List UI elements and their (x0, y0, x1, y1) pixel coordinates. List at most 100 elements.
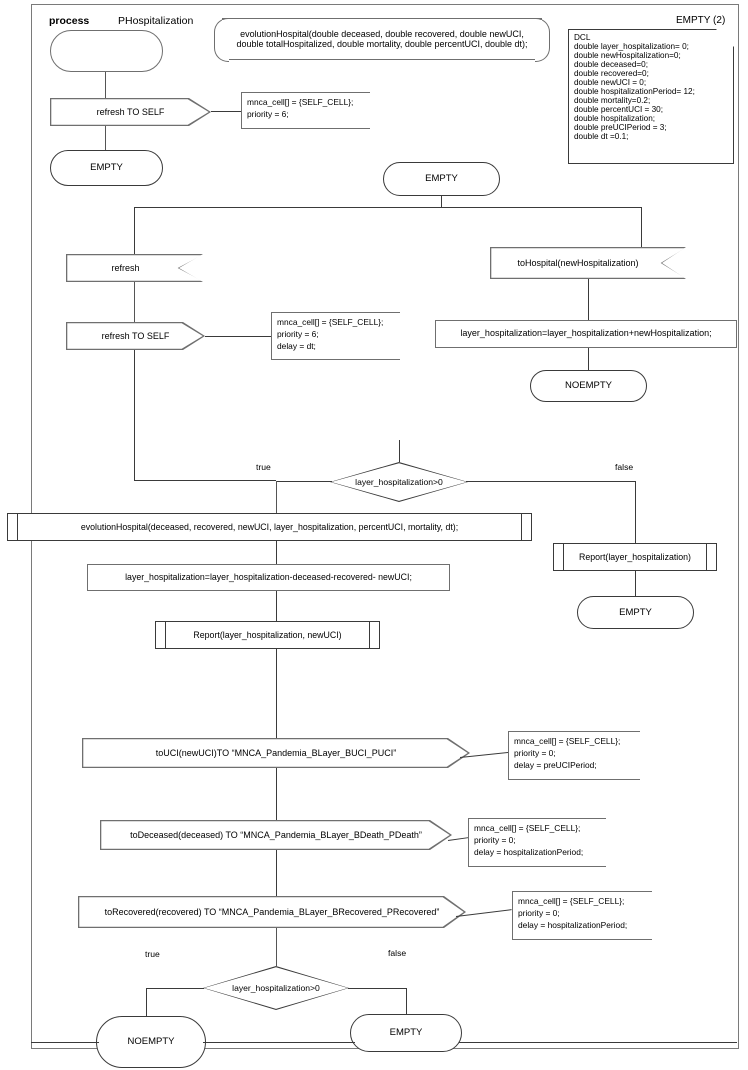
note-4-line-0: mnca_cell[] = {SELF_CELL}; (474, 823, 581, 833)
declaration-note: DCL double layer_hospitalization= 0; dou… (568, 29, 734, 164)
edge-report2-to-touci (276, 649, 277, 738)
edge-refresh-to-refresh2 (134, 282, 136, 322)
edge-decision2-true-down (146, 988, 147, 1016)
note-4-line-1: priority = 0; (474, 835, 516, 846)
edge-bottom-rail-left (31, 1042, 99, 1043)
send-refresh-to-self-2: refresh TO SELF (66, 322, 205, 350)
note-3-line-2: delay = preUCIPeriod; (514, 760, 597, 771)
send-to-deceased-label: toDeceased(deceased) TO “MNCA_Pandemia_B… (130, 830, 422, 840)
annotation-note-2: mnca_cell[] = {SELF_CELL}; priority = 6;… (271, 312, 400, 360)
annotation-note-3: mnca_cell[] = {SELF_CELL}; priority = 0;… (508, 731, 640, 780)
edge-into-decision1 (399, 440, 400, 462)
edge-false-down (635, 481, 636, 543)
receive-to-hospital: toHospital(newHospitalization) (490, 247, 686, 279)
edge-bottom-rail-mid (203, 1042, 355, 1043)
note-1-line-1: priority = 6; (247, 109, 289, 120)
edge-bottom-rail-right (459, 1042, 737, 1043)
subroutine-report-two-label: Report(layer_hospitalization, newUCI) (193, 630, 342, 640)
send-refresh-to-self-2-label: refresh TO SELF (101, 331, 170, 341)
task-layer-subtract-label: layer_hospitalization=layer_hospitalizat… (125, 572, 412, 582)
note-5-line-2: delay = hospitalizationPeriod; (518, 920, 628, 931)
edge-true-down (276, 481, 278, 513)
dcl-line-7: double percentUCI = 30; (574, 105, 663, 114)
task-layer-add-label: layer_hospitalization=layer_hospitalizat… (460, 328, 712, 339)
edge-report1-to-empty3 (635, 571, 636, 596)
signature-line-2: double totalHospitalized, double mortali… (236, 39, 528, 49)
subroutine-report-one-label: Report(layer_hospitalization) (579, 552, 691, 562)
terminal-noempty-2: NOEMPTY (96, 1016, 206, 1068)
edge-decision2-false (348, 988, 406, 989)
edge-tohospital-to-task (588, 279, 589, 320)
branch-label-false-1: false (615, 462, 634, 472)
edge-split-bus (134, 207, 642, 208)
empty-counter-label: EMPTY (2) (676, 15, 726, 26)
receive-refresh: refresh (66, 254, 203, 282)
signature-left-mask (222, 20, 225, 58)
terminal-empty-4-label: EMPTY (389, 1027, 423, 1039)
edge-sub-to-report2 (276, 591, 277, 621)
send-to-deceased: toDeceased(deceased) TO “MNCA_Pandemia_B… (100, 820, 452, 850)
dcl-line-5: double hospitalizationPeriod= 12; (574, 87, 695, 96)
terminal-noempty-2-label: NOEMPTY (127, 1036, 175, 1048)
edge-start-to-refresh1 (105, 72, 107, 98)
decision-1-label: layer_hospitalization>0 (355, 477, 443, 487)
dcl-line-1: double newHospitalization=0; (574, 51, 681, 60)
signature-right-mask (539, 20, 542, 58)
subroutine-evolution-hospital: evolutionHospital(deceased, recovered, n… (7, 513, 532, 541)
edge-split-left (134, 207, 135, 254)
edge-decision1-false (466, 481, 635, 482)
edge-left-to-decision (134, 480, 276, 481)
edge-split-right (641, 207, 642, 247)
annotation-note-4: mnca_cell[] = {SELF_CELL}; priority = 0;… (468, 818, 606, 867)
edge-touci-to-todeceased (276, 768, 277, 820)
signature-line-1: evolutionHospital(double deceased, doubl… (240, 29, 524, 39)
note-2-line-2: delay = dt; (277, 341, 316, 352)
send-refresh-to-self-1-label: refresh TO SELF (96, 107, 165, 117)
dcl-line-8: double hospitalization; (574, 114, 656, 123)
receive-to-hospital-label: toHospital(newHospitalization) (517, 258, 639, 268)
edge-refresh2-down (134, 350, 135, 480)
subroutine-evolution-hospital-label: evolutionHospital(deceased, recovered, n… (80, 522, 459, 532)
decision-layer-hospitalization-1: layer_hospitalization>0 (330, 462, 468, 502)
dcl-line-3: double recovered=0; (574, 69, 649, 78)
terminal-empty-1-label: EMPTY (90, 162, 123, 174)
task-layer-add: layer_hospitalization=layer_hospitalizat… (435, 320, 737, 348)
note-3-line-0: mnca_cell[] = {SELF_CELL}; (514, 736, 621, 746)
start-terminal (50, 30, 163, 72)
edge-task-to-noempty1 (588, 348, 589, 370)
terminal-empty-4: EMPTY (350, 1014, 462, 1052)
terminal-empty-2: EMPTY (383, 162, 500, 196)
note-4-line-2: delay = hospitalizationPeriod; (474, 847, 584, 858)
terminal-noempty-1: NOEMPTY (530, 370, 647, 402)
edge-empty2-down (441, 196, 442, 207)
terminal-empty-3-label: EMPTY (619, 606, 652, 618)
process-keyword-label: process (49, 15, 90, 27)
edge-todeceased-to-torecovered (276, 850, 277, 896)
note-2-line-1: priority = 6; (277, 329, 319, 340)
edge-evolution-to-sub (276, 541, 277, 564)
dcl-title: DCL (574, 33, 591, 42)
procedure-signature: evolutionHospital(double deceased, doubl… (214, 17, 550, 63)
note-1-line-0: mnca_cell[] = {SELF_CELL}; (247, 97, 354, 107)
note-2-line-0: mnca_cell[] = {SELF_CELL}; (277, 317, 384, 327)
dcl-line-10: double dt =0.1; (574, 132, 629, 141)
branch-label-true-2: true (145, 949, 160, 959)
send-to-recovered-label: toRecovered(recovered) TO “MNCA_Pandemia… (104, 907, 440, 917)
note-5-line-0: mnca_cell[] = {SELF_CELL}; (518, 896, 625, 906)
note-5-line-1: priority = 0; (518, 908, 560, 919)
subroutine-report-two: Report(layer_hospitalization, newUCI) (155, 621, 380, 649)
dcl-line-2: double deceased=0; (574, 60, 648, 69)
receive-refresh-label: refresh (111, 263, 140, 273)
dcl-line-0: double layer_hospitalization= 0; (574, 42, 689, 51)
edge-refresh1-to-empty1 (105, 126, 107, 150)
edge-into-decision2 (276, 928, 278, 966)
process-name-label: PHospitalization (118, 15, 194, 27)
branch-label-true-1: true (256, 462, 271, 472)
edge-decision2-true (146, 988, 204, 989)
send-to-uci-label: toUCI(newUCI)TO “MNCA_Pandemia_BLayer_BU… (155, 748, 397, 758)
send-to-uci: toUCI(newUCI)TO “MNCA_Pandemia_BLayer_BU… (82, 738, 470, 768)
decision-layer-hospitalization-2: layer_hospitalization>0 (203, 966, 349, 1010)
edge-decision1-true (276, 481, 332, 482)
note-fold-corner (716, 29, 734, 47)
